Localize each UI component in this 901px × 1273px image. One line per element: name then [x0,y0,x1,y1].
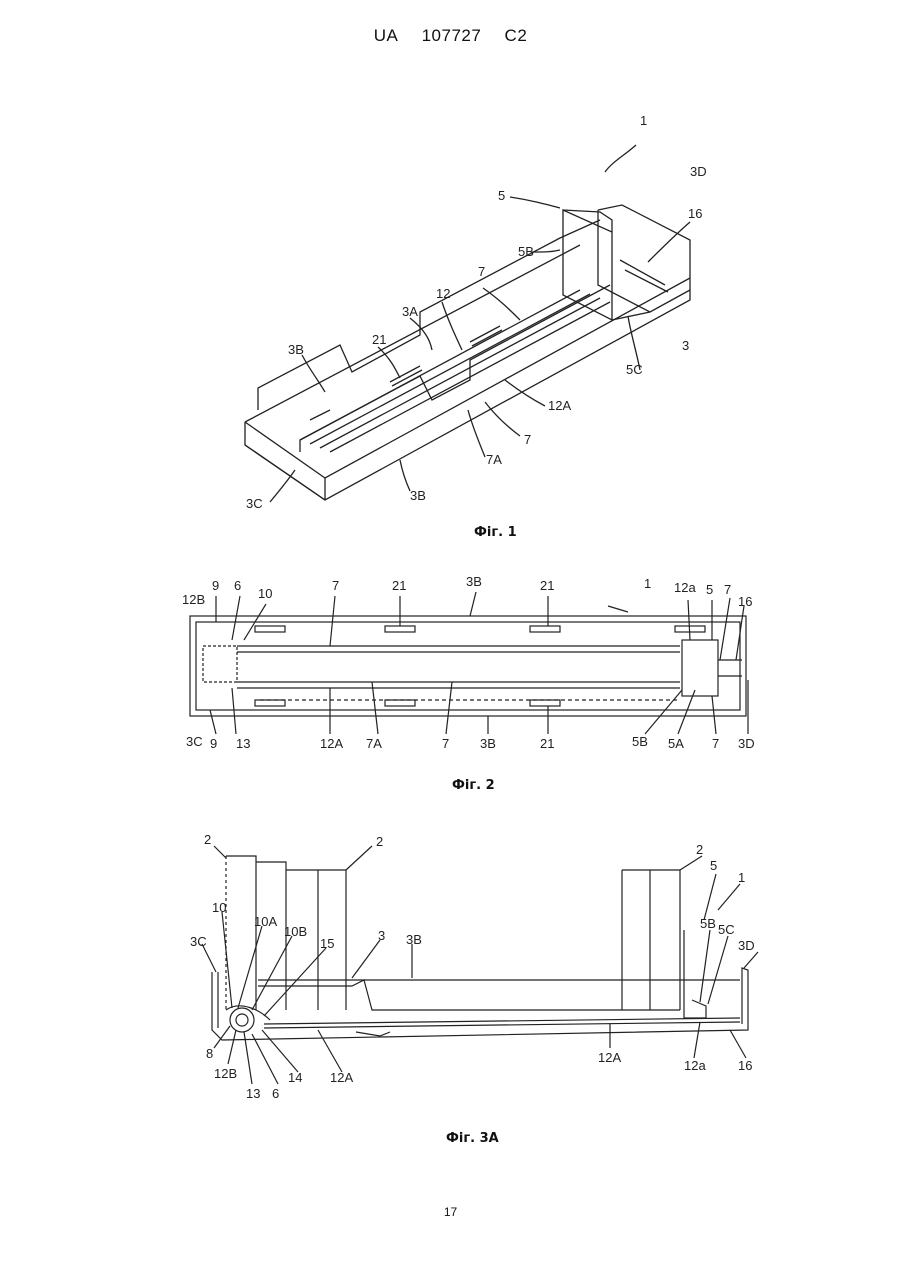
fig3-label: 12A [598,1050,621,1065]
fig3-label: 12A [330,1070,353,1085]
page-number: 17 [0,1205,901,1219]
fig3-label: 6 [272,1086,279,1101]
fig3-label: 3B [406,932,422,947]
fig3-label: 3D [738,938,755,953]
fig3-label: 8 [206,1046,213,1061]
figure-3a-drawing: 2 2 2 5 1 10 10A 10B 15 3 3B 5B 5C 3C 3D… [0,0,901,1150]
fig3-label: 2 [376,834,383,849]
fig3-label: 16 [738,1058,752,1073]
fig3-label: 10B [284,924,307,939]
fig3-label: 2 [204,832,211,847]
fig3-label: 5C [718,922,735,937]
fig3-label: 15 [320,936,334,951]
fig3-label: 14 [288,1070,302,1085]
fig3-label: 5 [710,858,717,873]
fig3-label: 2 [696,842,703,857]
fig3-label: 3 [378,928,385,943]
fig3-label: 12a [684,1058,706,1073]
fig3-label: 10 [212,900,226,915]
fig3-label: 12B [214,1066,237,1081]
figure-3a-caption: Фiг. 3A [446,1131,499,1146]
fig3-label: 10A [254,914,277,929]
fig3-label: 3C [190,934,207,949]
fig3-labels: 2 2 2 5 1 10 10A 10B 15 3 3B 5B 5C 3C 3D… [190,832,755,1101]
fig3-label: 1 [738,870,745,885]
fig3-lines [202,846,758,1084]
fig3-label: 5B [700,916,716,931]
fig3-label: 13 [246,1086,260,1101]
